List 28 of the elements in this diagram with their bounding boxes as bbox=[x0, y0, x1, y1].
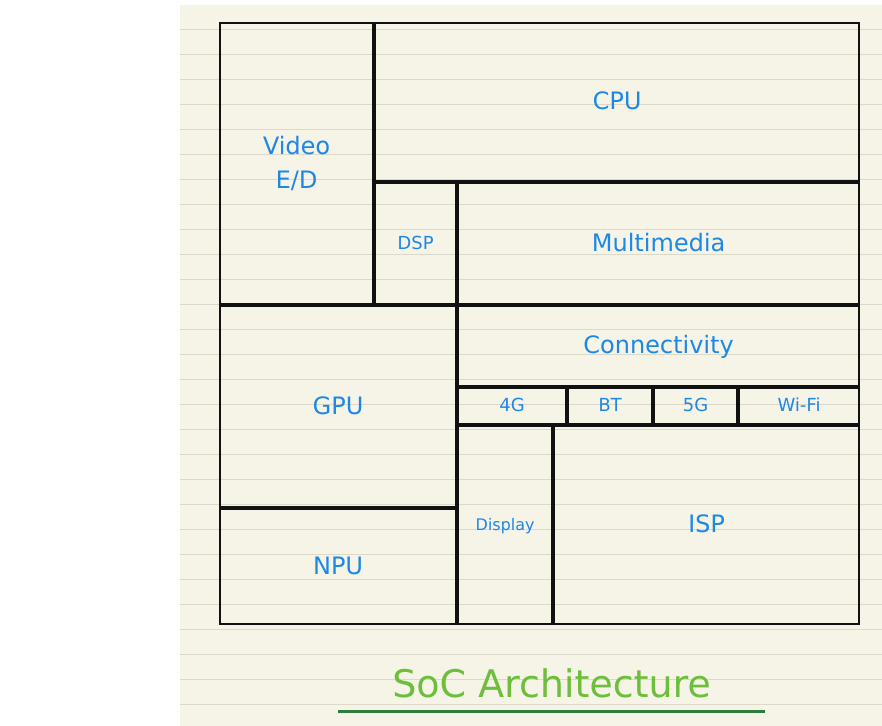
block-box bbox=[653, 387, 738, 425]
block-label: GPU bbox=[312, 390, 364, 422]
block-label: BT bbox=[598, 394, 622, 418]
block-label: 5G bbox=[682, 394, 708, 418]
block-label: Connectivity bbox=[583, 330, 734, 362]
block-label: Wi-Fi bbox=[778, 394, 820, 418]
block-label: DSP bbox=[397, 232, 434, 256]
block-box bbox=[219, 305, 457, 508]
block-label: CPU bbox=[592, 86, 642, 118]
block-label: 4G bbox=[499, 394, 525, 418]
block-label: ISP bbox=[688, 509, 725, 540]
block-box bbox=[374, 22, 860, 182]
block-box bbox=[553, 425, 860, 625]
chip-outline bbox=[219, 22, 860, 625]
block-box bbox=[457, 182, 860, 305]
block-label: Video E/D bbox=[262, 130, 332, 196]
block-box bbox=[738, 387, 860, 425]
block-label: NPU bbox=[313, 550, 363, 582]
block-box bbox=[374, 182, 457, 305]
block-box bbox=[219, 508, 457, 625]
block-label: Display bbox=[476, 514, 534, 536]
block-box bbox=[219, 22, 374, 305]
block-box bbox=[457, 387, 567, 425]
block-label: Multimedia bbox=[592, 228, 726, 259]
block-box bbox=[567, 387, 653, 425]
block-box bbox=[457, 305, 860, 387]
caption: SoC Architecture bbox=[338, 660, 765, 713]
block-box bbox=[457, 425, 553, 625]
